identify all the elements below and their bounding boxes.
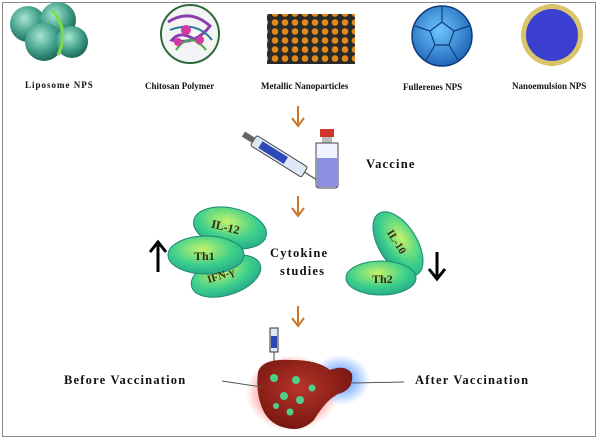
flow-arrow-3 <box>291 306 305 328</box>
th1-cell-cluster <box>167 206 267 298</box>
nanoemulsion-icon <box>521 4 583 66</box>
up-arrow-icon <box>148 239 168 272</box>
syringe-icon <box>241 131 324 185</box>
after-leader-line <box>351 381 405 384</box>
fullerene-icon <box>411 5 473 67</box>
after-vaccination-label: After Vaccination <box>415 373 530 387</box>
before-leader-line <box>221 380 263 388</box>
flow-arrow-2 <box>291 196 305 218</box>
vaccine-vial-icon <box>315 129 339 189</box>
cytokine-label-line2: studies <box>280 264 326 278</box>
np-label-nanoemulsion: Nanoemulsion NPS <box>512 81 587 91</box>
before-vaccination-label: Before Vaccination <box>64 373 187 387</box>
np-label-liposome: Liposome NPS <box>25 80 94 90</box>
np-label-chitosan: Chitosan Polymer <box>145 81 215 91</box>
metallic-nanoparticles-icon <box>267 14 355 64</box>
vaccine-label: Vaccine <box>366 157 416 171</box>
flow-arrow-1 <box>291 106 305 128</box>
cell-label-th2: Th2 <box>372 272 393 286</box>
down-arrow-icon <box>427 252 447 282</box>
liver-icon <box>246 355 370 431</box>
cell-label-th1: Th1 <box>194 249 215 263</box>
np-label-metallic: Metallic Nanoparticles <box>261 81 349 91</box>
np-label-fullerenes: Fullerenes NPS <box>403 82 463 92</box>
cytokine-label-line1: Cytokine <box>270 246 329 260</box>
figure-border <box>2 2 596 437</box>
liposome-icon <box>10 2 88 61</box>
th2-cell-cluster <box>345 211 424 296</box>
chitosan-polymer-icon <box>160 4 220 64</box>
liver-syringe-icon <box>269 327 279 362</box>
